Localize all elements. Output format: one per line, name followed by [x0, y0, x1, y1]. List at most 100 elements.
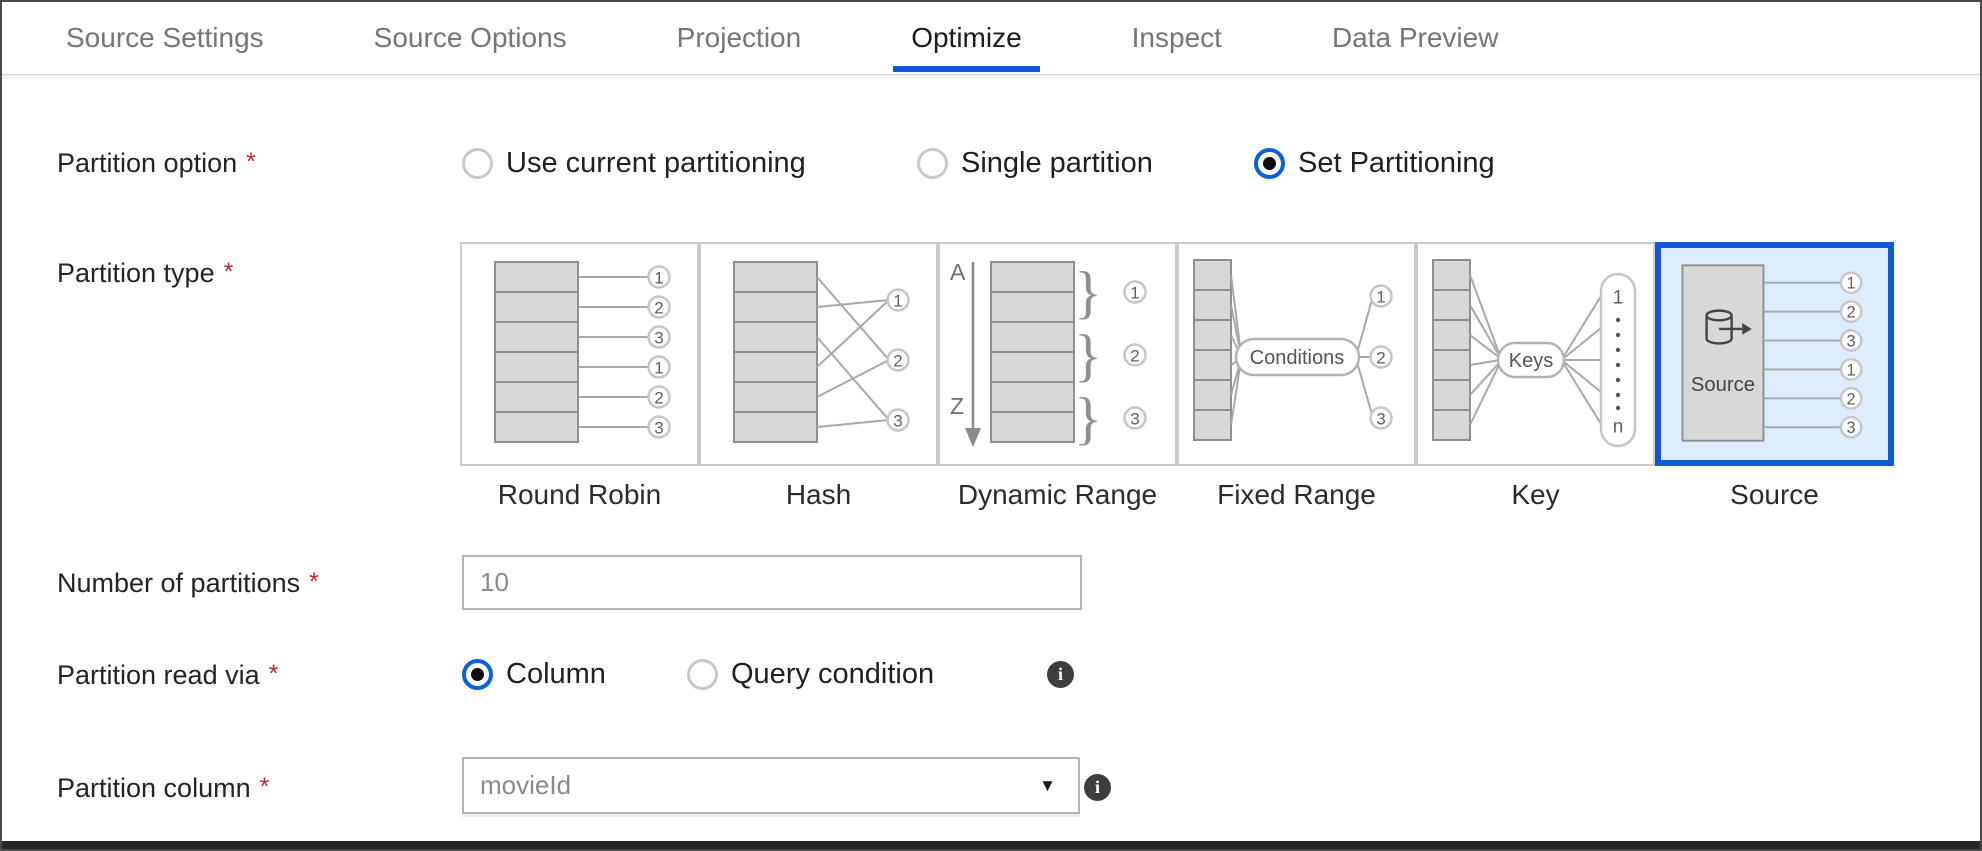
partition-number: 3 [1847, 332, 1856, 350]
partition-number: 3 [1130, 410, 1139, 429]
card-label-dynamic-range: Dynamic Range [957, 479, 1158, 510]
card-label-hash: Hash [785, 479, 852, 510]
range-bottom-label: Z [950, 393, 964, 419]
partition-number: 1 [1376, 288, 1385, 307]
partition-number: 2 [1376, 349, 1385, 368]
radio-circle-icon [462, 659, 493, 690]
radio-circle-icon [687, 659, 718, 690]
number-of-partitions-label: Number of partitions * [57, 568, 319, 599]
partition-number: 3 [1376, 410, 1385, 429]
card-wrap-round-robin: 1 2 3 1 2 3 Round Robin [460, 242, 699, 511]
partition-number: 1 [1613, 288, 1624, 309]
bottom-edge-bar [2, 841, 1980, 849]
partition-number: 2 [893, 352, 902, 371]
card-wrap-fixed-range: Conditions 1 2 3 Fixed Range [1177, 242, 1416, 511]
tab-projection[interactable]: Projection [676, 22, 802, 53]
source-box-label: Source [1691, 374, 1755, 396]
partition-option-label: Partition option * [57, 148, 256, 179]
svg-text:}: } [1074, 386, 1102, 451]
partition-column-value: movieId [480, 770, 572, 800]
partition-type-cards: 1 2 3 1 2 3 Round Robin [460, 242, 1894, 511]
card-source[interactable]: Source 1 2 3 1 2 3 [1655, 242, 1894, 466]
tab-data-preview[interactable]: Data Preview [1331, 22, 1499, 53]
tab-bar: Source Settings Source Options Projectio… [2, 2, 1980, 75]
tab-source-options[interactable]: Source Options [373, 22, 567, 53]
partition-number: 1 [1847, 361, 1856, 379]
partition-type-label: Partition type * [57, 258, 233, 289]
number-of-partitions-label-text: Number of partitions [57, 568, 301, 598]
partition-number: 2 [1130, 347, 1139, 366]
card-wrap-key: Keys 1 n Key [1416, 242, 1655, 511]
required-asterisk: * [223, 258, 234, 286]
required-asterisk: * [259, 773, 270, 801]
partition-option-label-text: Partition option [57, 148, 238, 178]
keys-pill-label: Keys [1509, 350, 1553, 372]
card-label-fixed-range: Fixed Range [1217, 479, 1376, 510]
partition-read-via-info-icon[interactable]: i [1047, 661, 1074, 688]
radio-single-partition[interactable]: Single partition [917, 147, 1153, 180]
radio-circle-icon [462, 148, 493, 179]
svg-text:}: } [1074, 260, 1102, 325]
radio-label: Use current partitioning [506, 147, 806, 179]
card-fixed-range[interactable]: Conditions 1 2 3 [1177, 242, 1416, 466]
card-key[interactable]: Keys 1 n [1416, 242, 1655, 466]
card-hash[interactable]: 1 2 3 [699, 242, 938, 466]
radio-circle-icon [917, 148, 948, 179]
card-label-source: Source [1730, 479, 1819, 510]
partition-number: 3 [1847, 419, 1856, 437]
database-export-icon [1705, 309, 1752, 345]
down-arrow-icon [965, 428, 981, 447]
radio-circle-icon [1254, 148, 1285, 179]
hash-diagram: 1 2 3 [733, 261, 910, 443]
card-label-key: Key [1511, 479, 1560, 510]
card-dynamic-range[interactable]: A Z }}} 1 2 3 [938, 242, 1177, 466]
svg-text:}: } [1074, 323, 1102, 388]
radio-label: Column [506, 658, 606, 690]
card-round-robin[interactable]: 1 2 3 1 2 3 [460, 242, 699, 466]
partition-column-label-text: Partition column [57, 773, 251, 803]
partition-number: 1 [1847, 275, 1856, 293]
required-asterisk: * [268, 660, 279, 688]
fixed-range-diagram: Conditions 1 2 3 [1193, 259, 1393, 441]
partition-number: 3 [893, 412, 902, 431]
partition-number: 3 [654, 329, 663, 348]
card-label-round-robin: Round Robin [497, 479, 662, 510]
partition-number: n [1613, 417, 1624, 438]
key-diagram: Keys 1 n [1432, 259, 1637, 448]
radio-column[interactable]: Column [462, 658, 606, 691]
chevron-down-icon: ▼ [1039, 775, 1056, 795]
tab-optimize[interactable]: Optimize [893, 2, 1041, 74]
card-wrap-source: Source 1 2 3 1 2 3 Source [1655, 242, 1894, 511]
radio-label: Single partition [961, 147, 1153, 179]
radio-set-partitioning[interactable]: Set Partitioning [1254, 147, 1495, 180]
conditions-pill-label: Conditions [1250, 347, 1345, 369]
partition-column-label: Partition column * [57, 773, 269, 804]
partition-type-label-text: Partition type [57, 258, 215, 288]
round-robin-diagram: 1 2 3 1 2 3 [494, 261, 671, 443]
partition-read-via-label: Partition read via * [57, 660, 278, 691]
partition-number: 3 [654, 419, 663, 438]
range-top-label: A [950, 259, 966, 285]
partition-number: 1 [654, 269, 663, 288]
radio-use-current-partitioning[interactable]: Use current partitioning [462, 147, 806, 180]
partition-number: 2 [1847, 390, 1856, 408]
tab-inspect[interactable]: Inspect [1131, 22, 1222, 53]
required-asterisk: * [309, 568, 319, 596]
radio-query-condition[interactable]: Query condition [687, 658, 934, 691]
partition-number: 1 [1130, 284, 1139, 303]
partition-number: 1 [654, 359, 663, 378]
partition-number: 2 [1847, 304, 1856, 322]
partition-read-via-label-text: Partition read via [57, 660, 260, 690]
tab-source-settings[interactable]: Source Settings [66, 22, 264, 53]
partition-column-dropdown[interactable]: movieId ▼ [462, 757, 1080, 814]
card-wrap-dynamic-range: A Z }}} 1 2 3 Dynamic Range [938, 242, 1177, 511]
card-wrap-hash: 1 2 3 Hash [699, 242, 938, 511]
partition-number: 1 [893, 292, 902, 311]
number-of-partitions-input[interactable] [462, 555, 1082, 610]
partition-column-info-icon[interactable]: i [1084, 774, 1111, 801]
partition-number: 2 [654, 299, 663, 318]
partition-number: 2 [654, 389, 663, 408]
required-asterisk: * [246, 148, 256, 176]
source-diagram: Source 1 2 3 1 2 3 [1681, 264, 1863, 442]
